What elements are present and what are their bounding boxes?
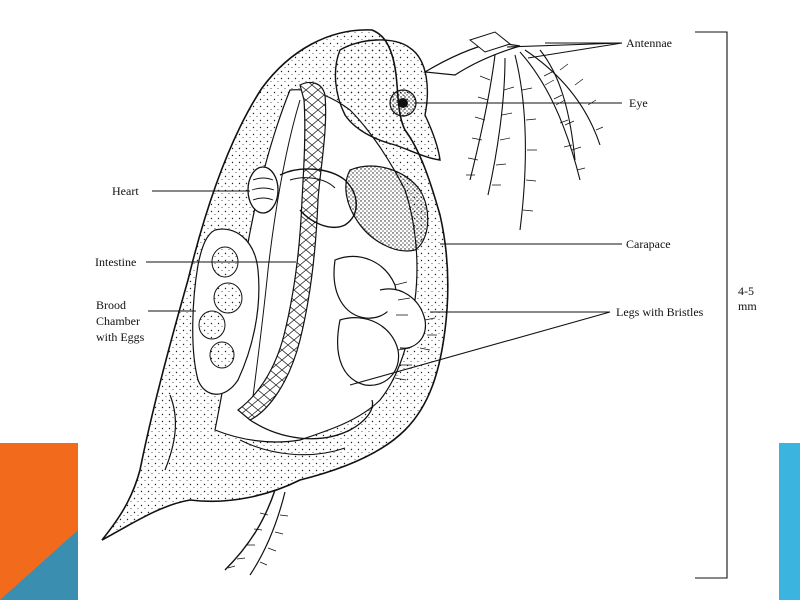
label-antennae: Antennae [626, 36, 672, 50]
leader-lines [146, 42, 623, 386]
label-size-unit: mm [738, 299, 757, 313]
tail-spine [224, 489, 276, 571]
head [334, 39, 441, 161]
label-size: 4-5 mm [738, 284, 757, 314]
label-brood-line-3: with Eggs [96, 330, 145, 344]
label-intestine: Intestine [95, 255, 137, 269]
legs [333, 255, 427, 386]
label-size-value: 4-5 [738, 284, 754, 298]
antennae-branches [469, 49, 601, 231]
label-carapace: Carapace [626, 237, 671, 251]
right-accent-cyan [779, 443, 800, 600]
label-legs-with-bristles: Legs with Bristles [616, 305, 704, 319]
label-brood-chamber: Brood Chamber with Eggs [96, 297, 144, 345]
left-accent-teal-triangle [0, 530, 78, 600]
label-heart: Heart [112, 184, 139, 198]
antennae-stalk [423, 41, 521, 76]
label-eye: Eye [629, 96, 648, 110]
label-brood-line-2: Chamber [96, 314, 140, 328]
size-bracket [695, 31, 728, 579]
intestine-shape [237, 81, 327, 421]
heart-shape [247, 166, 279, 214]
antennae-bristles [466, 63, 604, 212]
label-brood-line-1: Brood [96, 298, 126, 312]
